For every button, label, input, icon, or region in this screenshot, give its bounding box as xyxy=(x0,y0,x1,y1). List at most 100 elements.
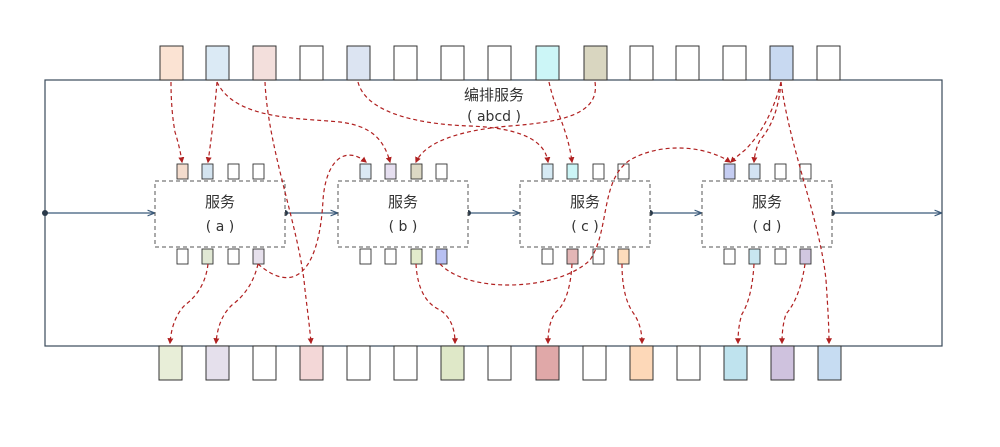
service-b-frame xyxy=(337,180,469,248)
port-d-out-3 xyxy=(774,248,787,265)
port-d-in-4 xyxy=(799,163,812,180)
port-d-in-1 xyxy=(723,163,736,180)
port-c-in-4 xyxy=(617,163,630,180)
service-b-name: 服务 xyxy=(388,193,418,211)
service-b-letter: ( b ) xyxy=(389,219,418,235)
arrow-d4-to-bottom13 xyxy=(779,263,806,345)
top-slot-4 xyxy=(299,45,324,81)
service-d-frame xyxy=(701,180,833,248)
top-slot-3 xyxy=(252,45,277,81)
port-c-out-3 xyxy=(592,248,605,265)
port-c-out-1 xyxy=(541,248,554,265)
port-a-in-1 xyxy=(176,163,189,180)
port-b-in-4 xyxy=(435,163,448,180)
service-a-name: 服务 xyxy=(205,193,235,211)
arrow-c2-to-bottom8 xyxy=(545,263,573,345)
top-slot-14 xyxy=(769,45,794,81)
arrow-d2-to-bottom12 xyxy=(735,263,755,345)
port-a-out-4 xyxy=(252,248,265,265)
bottom-slot-13 xyxy=(770,345,795,381)
arrow-top9-to-c2 xyxy=(548,81,575,164)
bottom-slot-8 xyxy=(535,345,560,381)
service-c-name: 服务 xyxy=(570,193,600,211)
orchestration-subtitle: ( abcd ) xyxy=(467,109,521,125)
arrow-top3-to-bottom4 xyxy=(264,81,314,345)
arrow-top2-to-b2 xyxy=(216,81,392,164)
bottom-slot-row xyxy=(158,345,842,381)
service-c-letter: ( c ) xyxy=(571,219,599,235)
top-slot-8 xyxy=(487,45,512,81)
top-slot-7 xyxy=(440,45,465,81)
port-b-out-3 xyxy=(410,248,423,265)
arrow-c4-to-bottom10 xyxy=(621,263,645,345)
top-slot-15 xyxy=(816,45,841,81)
arrow-top1-to-a1 xyxy=(170,81,185,164)
bottom-slot-14 xyxy=(817,345,842,381)
top-slot-row xyxy=(159,45,841,81)
top-slot-12 xyxy=(675,45,700,81)
arrow-b3-to-bottom7 xyxy=(415,263,458,345)
service-a-letter: ( a ) xyxy=(206,219,234,235)
bottom-slot-5 xyxy=(346,345,371,381)
service-box-b: 服务 ( b ) xyxy=(337,180,469,248)
port-a-out-1 xyxy=(176,248,189,265)
bottom-slot-2 xyxy=(205,345,230,381)
service-ports xyxy=(176,163,812,265)
port-b-out-2 xyxy=(384,248,397,265)
port-d-out-1 xyxy=(723,248,736,265)
port-b-out-4 xyxy=(435,248,448,265)
bottom-slot-9 xyxy=(582,345,607,381)
service-box-a: 服务 ( a ) xyxy=(154,180,286,248)
port-c-out-4 xyxy=(617,248,630,265)
service-d-name: 服务 xyxy=(752,193,782,211)
arrow-top5-to-c1 xyxy=(357,81,551,164)
bottom-slot-extra xyxy=(487,345,512,381)
port-c-in-1 xyxy=(541,163,554,180)
port-a-out-2 xyxy=(201,248,214,265)
bottom-slot-7 xyxy=(440,345,465,381)
arrow-a4-to-bottom2 xyxy=(213,263,259,345)
service-a-frame xyxy=(154,180,286,248)
port-b-in-3 xyxy=(410,163,423,180)
arrow-top14-to-d2 xyxy=(751,81,782,164)
flow-dot-start xyxy=(42,210,48,216)
top-slot-11 xyxy=(629,45,654,81)
port-c-out-2 xyxy=(566,248,579,265)
top-slot-13 xyxy=(722,45,747,81)
top-slot-10 xyxy=(583,45,608,81)
arrow-a2-to-bottom1 xyxy=(167,263,209,345)
service-c-frame xyxy=(519,180,651,248)
port-d-out-4 xyxy=(799,248,812,265)
port-c-in-3 xyxy=(592,163,605,180)
port-d-in-2 xyxy=(748,163,761,180)
bottom-slot-12 xyxy=(723,345,748,381)
service-box-d: 服务 ( d ) xyxy=(701,180,833,248)
bottom-slot-6 xyxy=(393,345,418,381)
arrow-top10-to-b3 xyxy=(415,81,596,164)
service-d-letter: ( d ) xyxy=(753,219,782,235)
bottom-slot-11 xyxy=(676,345,701,381)
port-c-in-2 xyxy=(566,163,579,180)
bottom-slot-1 xyxy=(158,345,183,381)
port-a-in-3 xyxy=(227,163,240,180)
port-b-out-1 xyxy=(359,248,372,265)
port-b-in-2 xyxy=(384,163,397,180)
top-slot-6 xyxy=(393,45,418,81)
bottom-slot-3 xyxy=(252,345,277,381)
arrow-a4-to-b1 xyxy=(257,154,367,279)
port-d-in-3 xyxy=(774,163,787,180)
top-slot-5 xyxy=(346,45,371,81)
port-a-in-4 xyxy=(252,163,265,180)
arrow-top14-to-bottom15 xyxy=(780,81,832,345)
orchestration-title: 编排服务 xyxy=(464,86,524,104)
port-b-in-1 xyxy=(359,163,372,180)
top-slot-9 xyxy=(535,45,560,81)
port-d-out-2 xyxy=(748,248,761,265)
bottom-slot-4 xyxy=(299,345,324,381)
top-slot-1 xyxy=(159,45,184,81)
arrow-top2-to-a2 xyxy=(205,81,218,164)
port-a-in-2 xyxy=(201,163,214,180)
data-flow-arrows xyxy=(167,81,832,345)
service-box-c: 服务 ( c ) xyxy=(519,180,651,248)
